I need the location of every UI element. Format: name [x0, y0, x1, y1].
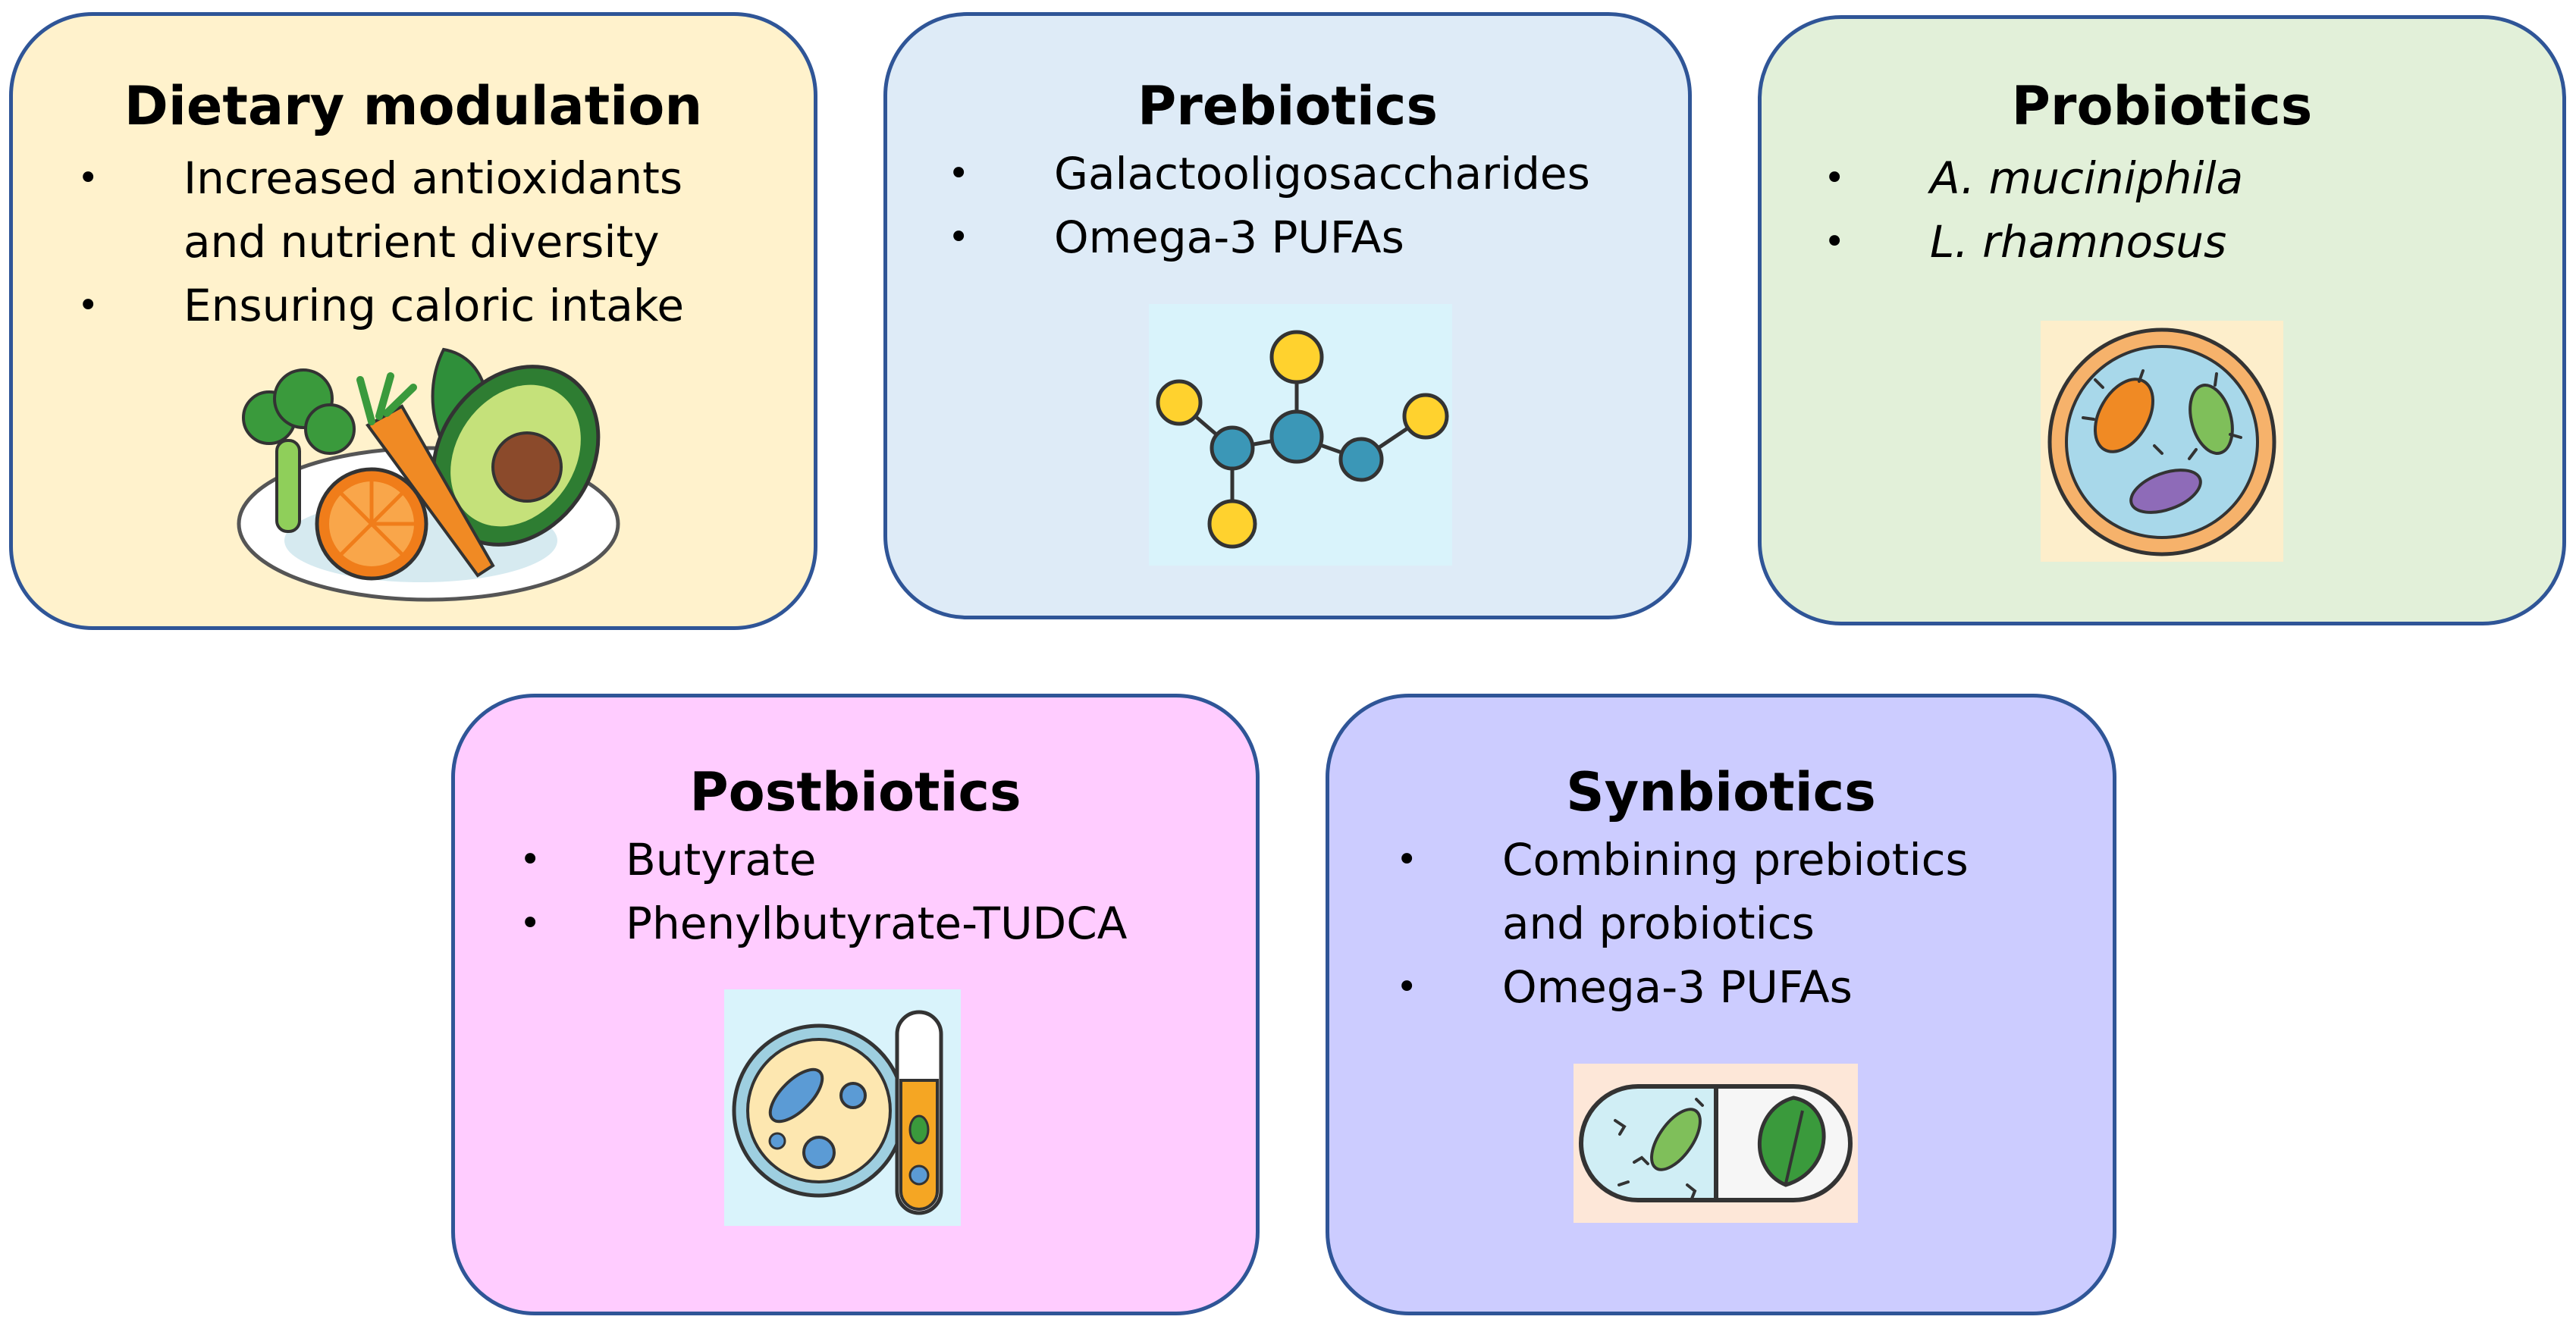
list-item: Increased antioxidants and nutrient dive… — [77, 146, 760, 274]
petri-dish-bacteria-icon — [2041, 321, 2283, 562]
molecule-icon — [1149, 304, 1452, 566]
card-prebiotics: Prebiotics Galactooligosaccharides Omega… — [883, 12, 1692, 619]
list-item: Combining prebiotics and probiotics — [1396, 828, 2048, 955]
card-title: Probiotics — [2011, 75, 2313, 137]
bullet-list: Increased antioxidants and nutrient dive… — [77, 146, 760, 337]
list-item: A. muciniphila — [1824, 146, 2506, 210]
card-title: Synbiotics — [1566, 761, 1876, 823]
bullet-list: Combining prebiotics and probiotics Omeg… — [1396, 828, 2048, 1019]
list-item: Phenylbutyrate-TUDCA — [519, 892, 1202, 955]
card-title: Dietary modulation — [124, 75, 703, 137]
bullet-list: Butyrate Phenylbutyrate-TUDCA — [519, 828, 1202, 955]
card-postbiotics: Postbiotics Butyrate Phenylbutyrate-TUDC… — [451, 694, 1260, 1315]
list-item: L. rhamnosus — [1824, 210, 2506, 274]
card-synbiotics: Synbiotics Combining prebiotics and prob… — [1326, 694, 2116, 1315]
card-title: Prebiotics — [1137, 75, 1439, 137]
list-item: Butyrate — [519, 828, 1202, 892]
card-dietary-modulation: Dietary modulation Increased antioxidant… — [9, 12, 817, 630]
petri-dish-test-tube-icon — [724, 989, 961, 1226]
bullet-list: A. muciniphila L. rhamnosus — [1824, 146, 2506, 274]
list-item: Ensuring caloric intake — [77, 274, 760, 337]
card-probiotics: Probiotics A. muciniphila L. rhamnosus — [1758, 15, 2566, 625]
capsule-bacteria-leaf-icon — [1574, 1064, 1858, 1223]
vegetable-plate-icon — [216, 334, 641, 615]
list-item: Omega-3 PUFAs — [1396, 955, 2048, 1019]
bullet-list: Galactooligosaccharides Omega-3 PUFAs — [948, 142, 1630, 269]
list-item: Galactooligosaccharides — [948, 142, 1630, 205]
list-item: Omega-3 PUFAs — [948, 205, 1630, 269]
card-title: Postbiotics — [689, 761, 1021, 823]
